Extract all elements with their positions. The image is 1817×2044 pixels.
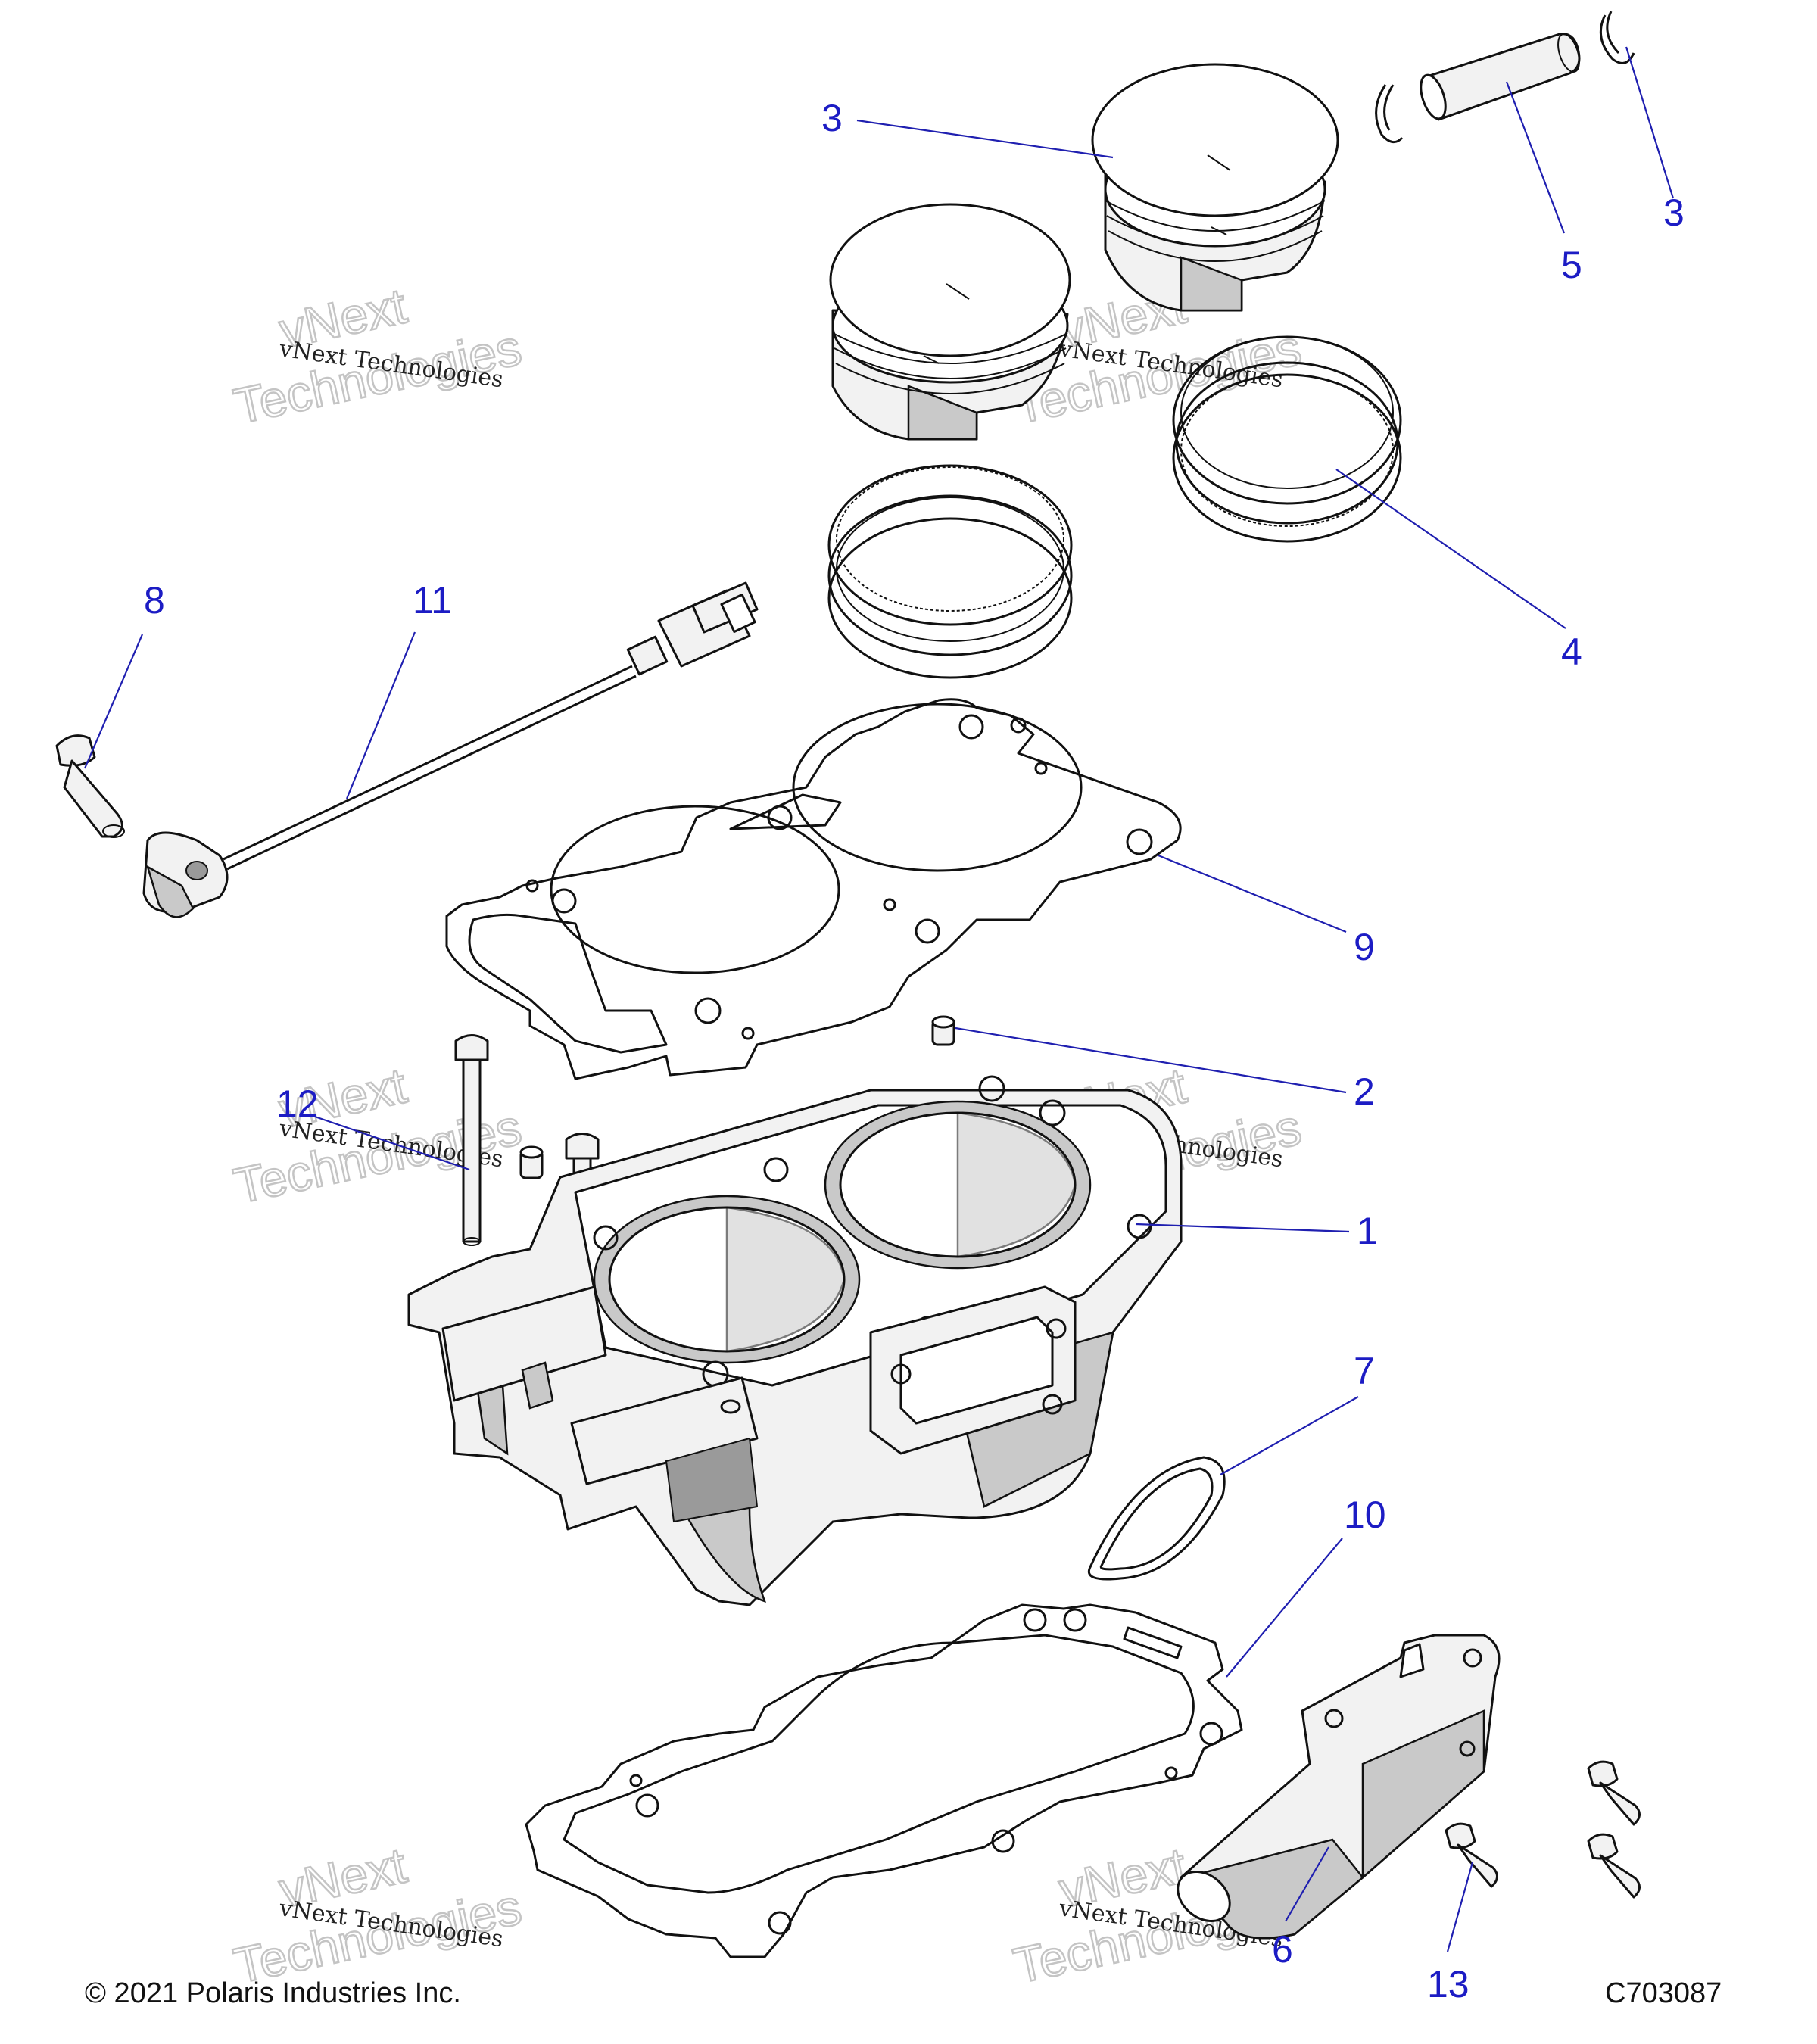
leader-3b <box>1625 46 1675 199</box>
piston-right <box>1091 63 1339 312</box>
callout-8: 8 <box>144 579 165 622</box>
cylinder-stud-left <box>454 1034 489 1246</box>
leader-4 <box>1335 469 1566 629</box>
diagram-id: C703087 <box>1605 1977 1722 2009</box>
callout-2: 2 <box>1354 1070 1375 1113</box>
callout-7: 7 <box>1354 1350 1375 1392</box>
copyright-notice: © 2021 Polaris Industries Inc. <box>85 1977 461 2009</box>
piston-ring-set-right <box>1172 335 1402 543</box>
piston-pin <box>1420 33 1581 121</box>
circlip-left <box>1375 84 1404 144</box>
leader-3a <box>856 119 1114 159</box>
callout-3-piston: 3 <box>821 97 843 139</box>
leader-2 <box>955 1027 1347 1094</box>
callout-12: 12 <box>276 1083 319 1125</box>
coolant-outlet-tube <box>1177 1634 1501 1940</box>
callout-labels: 1 2 3 3 4 5 6 7 8 9 10 11 12 13 <box>144 97 1685 2005</box>
leader-5 <box>1505 81 1566 234</box>
sensor-bolt <box>55 734 125 838</box>
bolt-1 <box>1587 1760 1641 1826</box>
callout-1: 1 <box>1357 1210 1378 1252</box>
piston-ring-set-left <box>827 464 1073 679</box>
leader-8 <box>83 634 144 769</box>
head-gasket <box>445 698 1182 1080</box>
callout-13: 13 <box>1427 1963 1469 2005</box>
callout-5: 5 <box>1561 244 1582 286</box>
base-gasket <box>525 1603 1243 1958</box>
dowel-pin-upper <box>931 1015 955 1046</box>
dowel-pin-lower <box>519 1145 544 1179</box>
watermark-mid-left: vNext Technologies vNext Technologies <box>228 1056 527 1215</box>
callout-4: 4 <box>1561 631 1582 673</box>
leader-6 <box>1285 1846 1329 1922</box>
callout-9: 9 <box>1354 926 1375 968</box>
bolt-3 <box>1587 1833 1641 1899</box>
leader-12 <box>314 1115 470 1171</box>
circlip-right <box>1599 11 1635 64</box>
leader-11 <box>345 631 416 799</box>
watermark-top-left: vNext Technologies vNext Technologies <box>228 276 527 435</box>
piston-left <box>829 203 1071 441</box>
callout-11: 11 <box>413 579 452 622</box>
knock-sensor <box>142 581 759 918</box>
leader-9 <box>1158 854 1347 933</box>
callout-3-clip: 3 <box>1663 192 1685 234</box>
callout-10: 10 <box>1344 1494 1386 1536</box>
bolt-2 <box>1445 1822 1498 1888</box>
leader-10 <box>1226 1538 1343 1678</box>
callout-6: 6 <box>1272 1928 1293 1971</box>
o-ring-seal <box>1087 1456 1226 1581</box>
leader-13 <box>1446 1862 1474 1952</box>
leader-1 <box>1135 1223 1350 1233</box>
leader-7 <box>1220 1396 1359 1475</box>
cylinder-block <box>407 1075 1183 1606</box>
leader-lines <box>83 46 1675 1952</box>
watermark-bottom-left: vNext Technologies vNext Technologies <box>228 1836 527 1995</box>
